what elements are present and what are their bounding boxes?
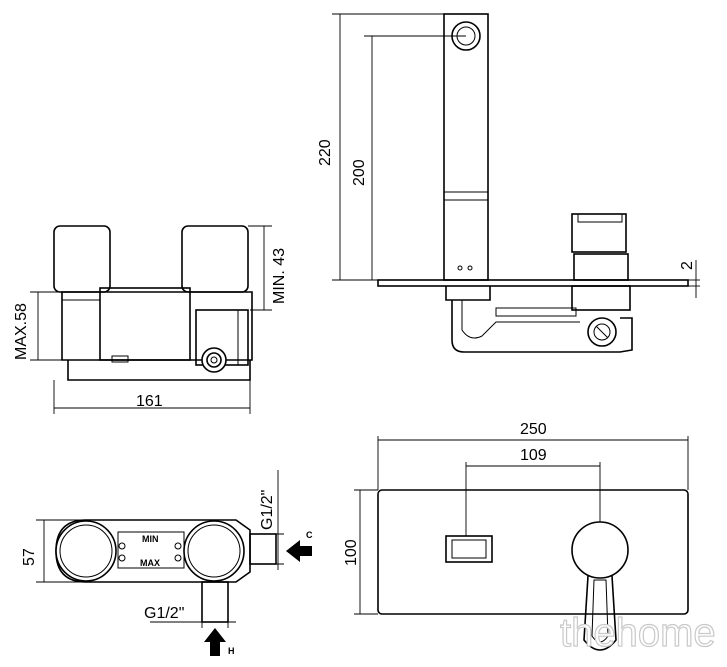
right-cylinder bbox=[181, 225, 249, 293]
side-view: 220 200 2 bbox=[317, 13, 700, 353]
body-outline bbox=[61, 291, 253, 361]
thread-top: G1/2" bbox=[259, 490, 276, 530]
watermark-logo: thehome bbox=[560, 611, 716, 655]
front-view: MAX.58 MIN. 43 161 bbox=[13, 225, 288, 414]
label-c: C bbox=[306, 530, 313, 540]
left-cylinder bbox=[53, 225, 111, 293]
plate-view: 250 109 100 bbox=[343, 421, 689, 651]
dim-spacing-109: 109 bbox=[520, 447, 547, 464]
dim-max-58: MAX.58 bbox=[13, 303, 30, 360]
inlet-c bbox=[249, 533, 277, 565]
dim-height-100: 100 bbox=[343, 539, 360, 566]
dim-height-220: 220 bbox=[317, 139, 334, 166]
arrow-h-icon bbox=[204, 628, 226, 656]
inlet-h bbox=[201, 581, 229, 623]
dim-min-43: MIN. 43 bbox=[271, 248, 288, 304]
spout-outlet bbox=[445, 535, 493, 563]
top-left-cylinder bbox=[55, 520, 117, 582]
dim-width-161: 161 bbox=[136, 393, 163, 410]
top-right-cylinder bbox=[183, 520, 245, 582]
handle-side bbox=[571, 213, 627, 253]
arrow-c-icon bbox=[286, 540, 312, 562]
label-min: MIN bbox=[142, 534, 159, 544]
top-view: MIN MAX 57 G1/2" G1/2" C H bbox=[21, 470, 313, 656]
lever-handle bbox=[571, 521, 629, 579]
label-max: MAX bbox=[140, 558, 160, 568]
center-block bbox=[99, 287, 191, 361]
dim-height-200: 200 bbox=[351, 159, 368, 186]
dim-plate-2: 2 bbox=[679, 261, 696, 270]
wall-plate-edge bbox=[377, 279, 689, 287]
dim-depth-57: 57 bbox=[21, 548, 38, 566]
thread-bottom: G1/2" bbox=[144, 605, 184, 622]
dim-width-250: 250 bbox=[520, 421, 547, 438]
label-h: H bbox=[228, 646, 235, 656]
cover-plate bbox=[377, 489, 689, 615]
spout bbox=[443, 13, 489, 281]
